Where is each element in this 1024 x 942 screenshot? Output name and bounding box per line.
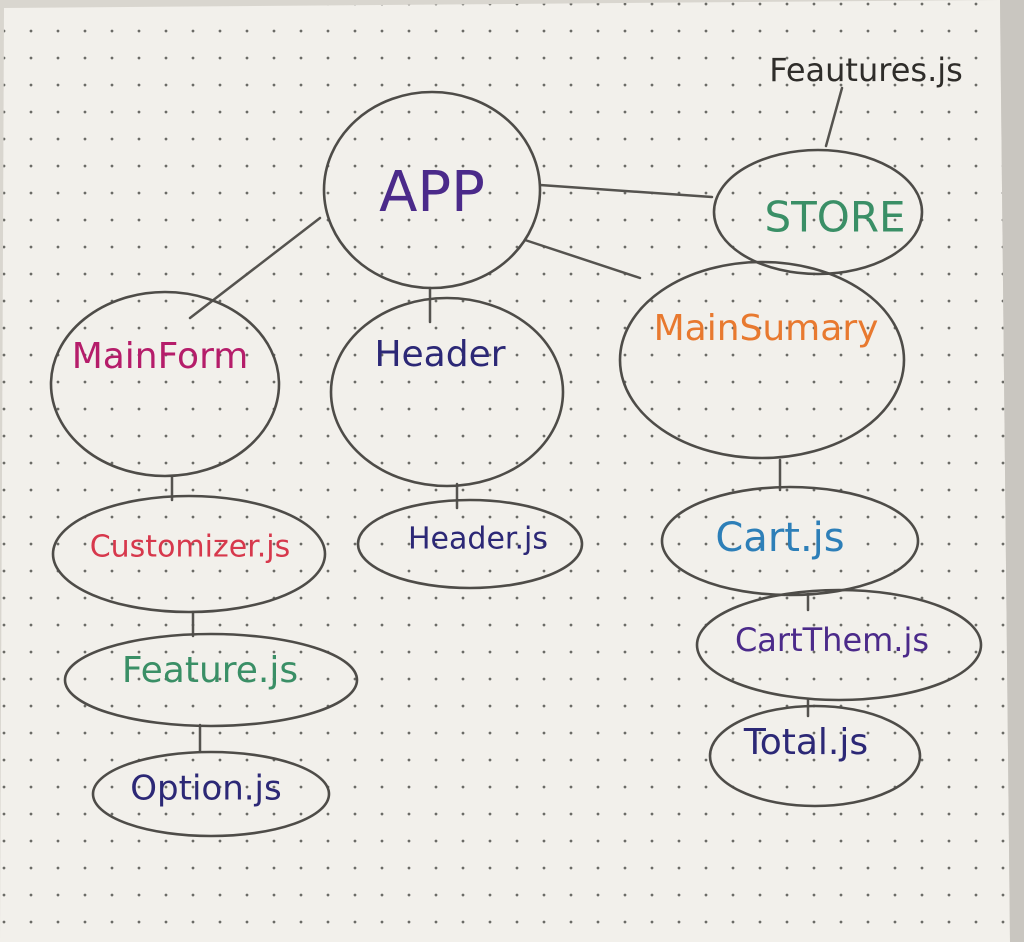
feature-node	[63, 632, 359, 728]
store-node	[712, 148, 924, 276]
app-node	[322, 90, 542, 290]
edge-app-mainsummary	[523, 238, 642, 280]
customizer-node	[51, 494, 327, 614]
customizer-label: Customizer.js	[90, 530, 291, 565]
app-label: APP	[379, 160, 485, 225]
option-node	[91, 750, 331, 838]
mainsummary-label: MainSumary	[654, 308, 879, 349]
store-label: STORE	[764, 193, 905, 242]
header-node	[329, 296, 565, 488]
cart-label: Cart.js	[715, 515, 844, 561]
mainsummary-node	[618, 260, 906, 460]
cartitem-label: CartThem.js	[735, 621, 929, 659]
mainform-label: MainForm	[72, 336, 249, 377]
cart-node	[660, 485, 920, 597]
headerjs-node	[356, 498, 584, 590]
paper-edge-shadow	[1000, 0, 1024, 942]
node-shapes	[49, 90, 983, 838]
header-label: Header	[374, 334, 505, 375]
option-label: Option.js	[130, 769, 281, 809]
edge-app-store	[538, 183, 714, 199]
features-note-label: Feautures.js	[769, 51, 963, 89]
feature-label: Feature.js	[122, 650, 298, 691]
edge-store-features	[824, 86, 844, 148]
mainform-node	[49, 290, 281, 478]
total-node	[708, 704, 922, 808]
headerjs-label: Header.js	[408, 522, 548, 557]
total-label: Total.js	[743, 722, 868, 763]
cartitem-node	[695, 588, 983, 702]
